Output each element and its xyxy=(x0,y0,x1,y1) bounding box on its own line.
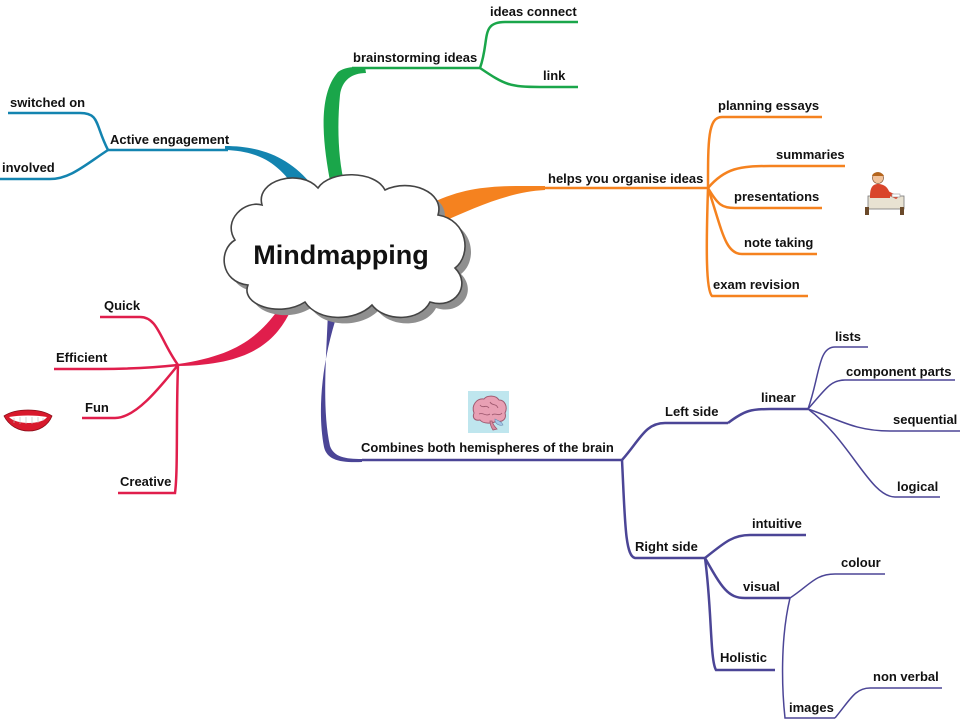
link-label: link xyxy=(543,68,566,83)
involved-label: involved xyxy=(2,160,55,175)
efficient-label: Efficient xyxy=(56,350,108,365)
ideas-connect-label: ideas connect xyxy=(490,4,577,19)
person-writing-icon xyxy=(865,172,905,215)
images-label: images xyxy=(789,700,834,715)
note-taking-label: note taking xyxy=(744,235,813,250)
red-efficient-line xyxy=(54,363,179,371)
orange-presentations-line xyxy=(706,187,822,210)
left-side-line xyxy=(621,421,728,461)
visual-line xyxy=(703,557,790,600)
intuitive-line xyxy=(704,533,806,559)
orange-planning-line xyxy=(706,115,822,189)
orange-sub-branches xyxy=(545,115,845,298)
red-branch-trunk xyxy=(178,310,290,366)
switched-on-label: switched on xyxy=(10,95,85,110)
brain-icon xyxy=(468,391,509,433)
holistic-line xyxy=(703,557,775,672)
component-parts-label: component parts xyxy=(846,364,951,379)
fun-label: Fun xyxy=(85,400,109,415)
colour-line xyxy=(789,573,885,599)
holistic-label: Holistic xyxy=(720,650,767,665)
left-side-label: Left side xyxy=(665,404,718,419)
images-line xyxy=(781,597,835,719)
cloud-body xyxy=(223,173,466,319)
non-verbal-label: non verbal xyxy=(873,669,939,684)
red-quick-line xyxy=(100,315,180,366)
brainstorming-ideas-label: brainstorming ideas xyxy=(353,50,477,65)
red-creative-line xyxy=(118,364,180,495)
planning-essays-label: planning essays xyxy=(718,98,819,113)
orange-note-line xyxy=(706,187,817,256)
green-ideas-connect-line xyxy=(478,20,578,69)
teal-switched-on-line xyxy=(8,111,110,151)
colour-label: colour xyxy=(841,555,881,570)
green-sub-branches xyxy=(352,20,578,89)
smiling-mouth-icon xyxy=(3,409,53,432)
right-side-line xyxy=(620,459,705,560)
orange-summaries-line xyxy=(707,164,845,189)
right-side-label: Right side xyxy=(635,539,698,554)
teal-involved-line xyxy=(0,148,109,181)
sequential-line xyxy=(807,408,960,432)
logical-label: logical xyxy=(897,479,938,494)
lists-line xyxy=(807,346,868,410)
red-fun-line xyxy=(82,364,179,420)
summaries-label: summaries xyxy=(776,147,845,162)
exam-revision-label: exam revision xyxy=(713,277,800,292)
linear-line xyxy=(727,407,808,424)
creative-label: Creative xyxy=(120,474,171,489)
orange-exam-line xyxy=(705,187,808,298)
organise-ideas-label: helps you organise ideas xyxy=(548,171,703,186)
purple-sub-branches xyxy=(362,407,808,672)
non-verbal-line xyxy=(834,687,942,719)
orange-branch-trunk xyxy=(432,185,545,223)
intuitive-label: intuitive xyxy=(752,516,802,531)
visual-label: visual xyxy=(743,579,780,594)
purple-branch-trunk xyxy=(320,312,362,463)
green-branch-trunk xyxy=(323,66,366,186)
sequential-label: sequential xyxy=(893,412,957,427)
red-sub-branches xyxy=(54,315,180,495)
linear-label: linear xyxy=(761,390,796,405)
lists-label: lists xyxy=(835,329,861,344)
green-link-line xyxy=(479,66,578,89)
teal-sub-branches xyxy=(0,111,228,181)
presentations-label: presentations xyxy=(734,189,819,204)
logical-line xyxy=(807,408,940,498)
central-topic-label: Mindmapping xyxy=(253,240,428,270)
central-cloud: Mindmapping xyxy=(223,173,472,324)
purple-thin-branches xyxy=(781,346,960,719)
component-parts-line xyxy=(807,379,955,410)
hemispheres-label: Combines both hemispheres of the brain xyxy=(361,440,614,455)
active-engagement-label: Active engagement xyxy=(110,132,230,147)
quick-label: Quick xyxy=(104,298,141,313)
